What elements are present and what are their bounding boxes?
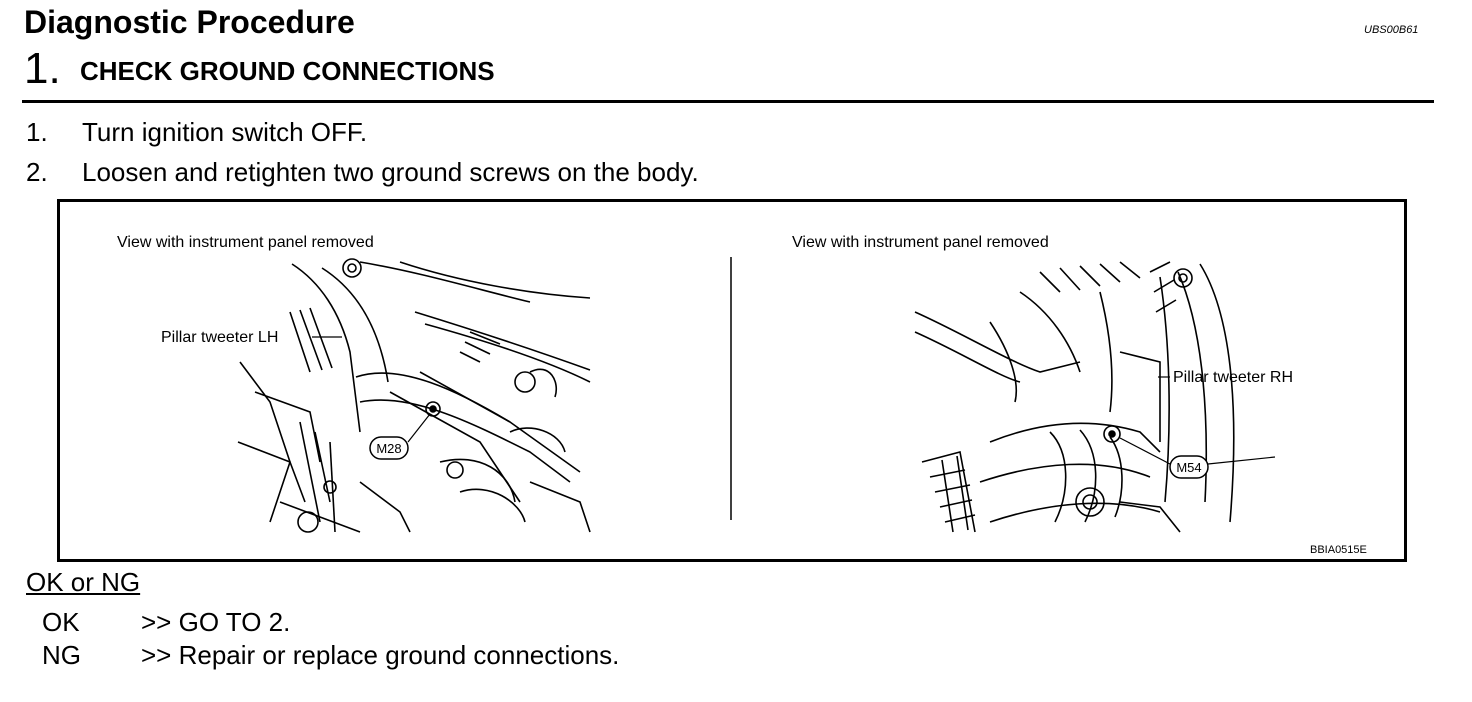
- document-id: UBS00B61: [1364, 24, 1419, 36]
- figure-drawing: View with instrument panel removed View …: [117, 234, 1367, 556]
- step-number: 1.: [24, 44, 61, 93]
- instruction-text: Turn ignition switch OFF.: [82, 117, 368, 147]
- result-action-ng: >> Repair or replace ground connections.: [141, 640, 620, 670]
- figure-code: BBIA0515E: [1310, 544, 1367, 556]
- step-title: CHECK GROUND CONNECTIONS: [80, 56, 495, 86]
- left-view-caption: View with instrument panel removed: [117, 234, 374, 251]
- right-ground-badge: [1169, 455, 1209, 479]
- result-code-ng: NG: [42, 640, 81, 670]
- instruction-text: Loosen and retighten two ground screws o…: [82, 157, 699, 187]
- instruction-number: 1.: [26, 117, 48, 147]
- instruction-number: 2.: [26, 157, 48, 187]
- result-action-ok: >> GO TO 2.: [141, 607, 291, 637]
- right-component-label: Pillar tweeter RH: [1173, 369, 1293, 386]
- left-ground-label: M28: [376, 441, 401, 456]
- right-ground-label: M54: [1176, 460, 1201, 475]
- result-code-ok: OK: [42, 607, 80, 637]
- right-ground-leader-2: [1207, 456, 1276, 465]
- left-illustration: [237, 258, 591, 533]
- left-ground-leader: [407, 413, 431, 443]
- right-view-caption: View with instrument panel removed: [792, 234, 1049, 251]
- ground-location-figure: View with instrument panel removed View …: [57, 199, 1407, 562]
- left-ground-badge: [369, 436, 409, 460]
- left-component-label: Pillar tweeter LH: [161, 329, 278, 346]
- result-heading: OK or NG: [26, 567, 141, 597]
- right-illustration: [914, 261, 1235, 533]
- section-divider: [22, 100, 1434, 103]
- page-title: Diagnostic Procedure: [24, 4, 355, 40]
- right-ground-leader: [1119, 437, 1171, 465]
